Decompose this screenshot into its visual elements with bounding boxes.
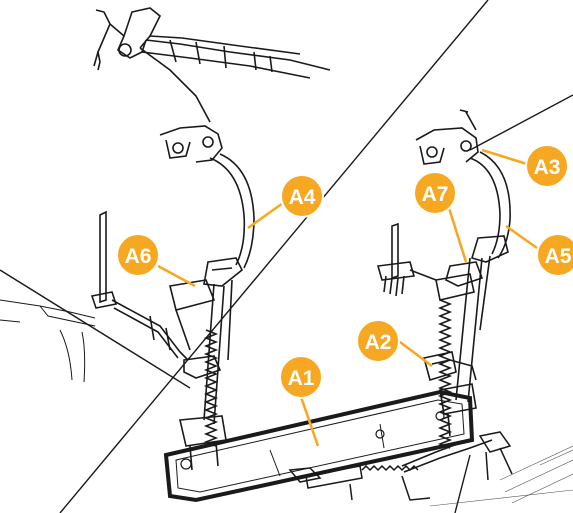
callout-a3: A3: [525, 144, 569, 188]
callout-a4-label: A4: [289, 186, 316, 209]
leader-line-a4: [247, 201, 284, 230]
leader-line-a7: [447, 207, 468, 263]
callout-a1-label: A1: [288, 367, 315, 390]
section-line-right: [469, 94, 573, 151]
callout-a2-label: A2: [365, 331, 392, 354]
callout-a1: A1: [279, 355, 323, 399]
mirror-assembly-left: [90, 125, 255, 471]
section-line-left: [0, 269, 191, 389]
leader-line-a1: [298, 393, 320, 447]
callout-a6: A6: [116, 233, 160, 277]
callout-a5: A5: [536, 233, 573, 277]
pantograph-head-upper: [93, 7, 331, 123]
callout-a5-label: A5: [545, 245, 572, 268]
callout-a4: A4: [280, 174, 324, 218]
leader-line-a2: [399, 340, 433, 368]
cabin-edge-left: [0, 299, 96, 383]
leader-lines: [157, 148, 538, 447]
section-line-bottom: [454, 454, 471, 513]
section-line-diagonal: [59, 0, 489, 513]
callout-a3-label: A3: [534, 156, 561, 179]
mirror-assembly-right: [376, 109, 511, 449]
base-linkage: [288, 431, 513, 501]
leader-line-a3: [481, 148, 528, 166]
leader-line-a6: [157, 264, 196, 288]
callouts: A1 A2 A3 A4 A5 A6 A7: [116, 144, 573, 447]
leader-line-a5: [505, 224, 538, 250]
callout-a7-label: A7: [422, 183, 449, 206]
callout-a7: A7: [413, 171, 457, 215]
cab-surface-hatching: [429, 445, 573, 507]
callout-a2: A2: [356, 319, 400, 363]
callout-a6-label: A6: [125, 245, 152, 268]
